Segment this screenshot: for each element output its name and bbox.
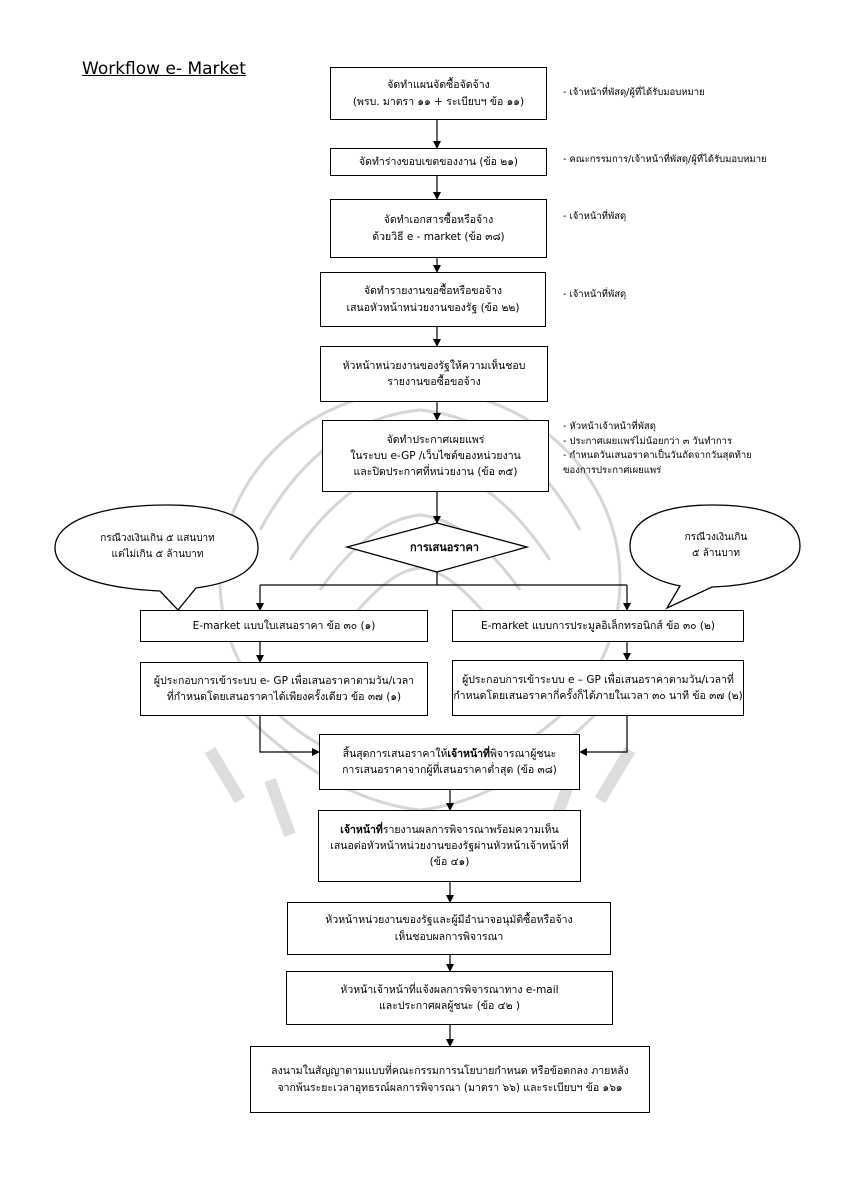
decision-diamond xyxy=(344,522,530,573)
note-documents: - เจ้าหน้าที่พัสดุ xyxy=(563,211,627,222)
right-bubble-shape xyxy=(629,504,801,610)
step-draft-scope: จัดทำร่างขอบเขตของงาน (ข้อ ๒๑) xyxy=(330,148,547,176)
note-scope: - คณะกรรมการ/เจ้าหน้าที่พัสดุ/ผู้ที่ได้ร… xyxy=(563,154,767,165)
step-auction-submission: ผู้ประกอบการเข้าระบบ e – GP เพื่อเสนอราค… xyxy=(452,660,744,716)
page-title: Workflow e- Market xyxy=(82,59,246,79)
step-emarket-quotation: E-market แบบใบเสนอราคา ข้อ ๓๐ (๑) xyxy=(140,610,428,642)
bubble-left-label: กรณีวงเงินเกิน ๕ แสนบาท แต่ไม่เกิน ๕ ล้า… xyxy=(100,533,215,560)
step-plan-procurement: จัดทำแผนจัดซื้อจัดจ้าง (พรบ. มาตรา ๑๑ + … xyxy=(330,67,547,120)
step-request-report: จัดทำรายงานขอซื้อหรือขอจ้าง เสนอหัวหน้าห… xyxy=(320,272,546,327)
step-prepare-documents: จัดทำเอกสารซื้อหรือจ้าง ด้วยวิธี e - mar… xyxy=(330,199,547,258)
step-head-agree-result: หัวหน้าหน่วยงานของรัฐและผู้มีอำนาจอนุมัต… xyxy=(287,902,611,955)
step-head-approval: หัวหน้าหน่วยงานของรัฐให้ความเห็นชอบ รายง… xyxy=(320,346,548,402)
note-plan: - เจ้าหน้าที่พัสดุ/ผู้ที่ได้รับมอบหมาย xyxy=(563,87,705,98)
step-officer-report: เจ้าหน้าที่รายงานผลการพิจารณาพร้อมความเห… xyxy=(318,810,581,882)
decision-label: การเสนอราคา xyxy=(410,541,479,554)
step-quotation-submission: ผู้ประกอบการเข้าระบบ e- GP เพื่อเสนอราคา… xyxy=(140,662,428,716)
note-publish: - หัวหน้าเจ้าหน้าที่พัสดุ - ประกาศเผยแพร… xyxy=(563,421,752,477)
left-bubble-shape xyxy=(54,504,259,611)
step-sign-contract: ลงนามในสัญญาตามแบบที่คณะกรรมการนโยบายกำห… xyxy=(250,1046,650,1113)
step-notify-result: หัวหน้าเจ้าหน้าที่แจ้งผลการพิจารณาทาง e-… xyxy=(286,971,613,1025)
note-request: - เจ้าหน้าที่พัสดุ xyxy=(563,289,627,300)
bubble-right-label: กรณีวงเงินเกิน ๕ ล้านบาท xyxy=(684,532,748,559)
step-publish-announcement: จัดทำประกาศเผยแพร่ ในระบบ e-GP /เว็บไซต์… xyxy=(322,420,549,492)
step-bid-closing: สิ้นสุดการเสนอราคาให้เจ้าหน้าที่พิจารณาผ… xyxy=(319,734,580,790)
step-emarket-auction: E-market แบบการประมูลอิเล็กทรอนิกส์ ข้อ … xyxy=(452,610,744,642)
